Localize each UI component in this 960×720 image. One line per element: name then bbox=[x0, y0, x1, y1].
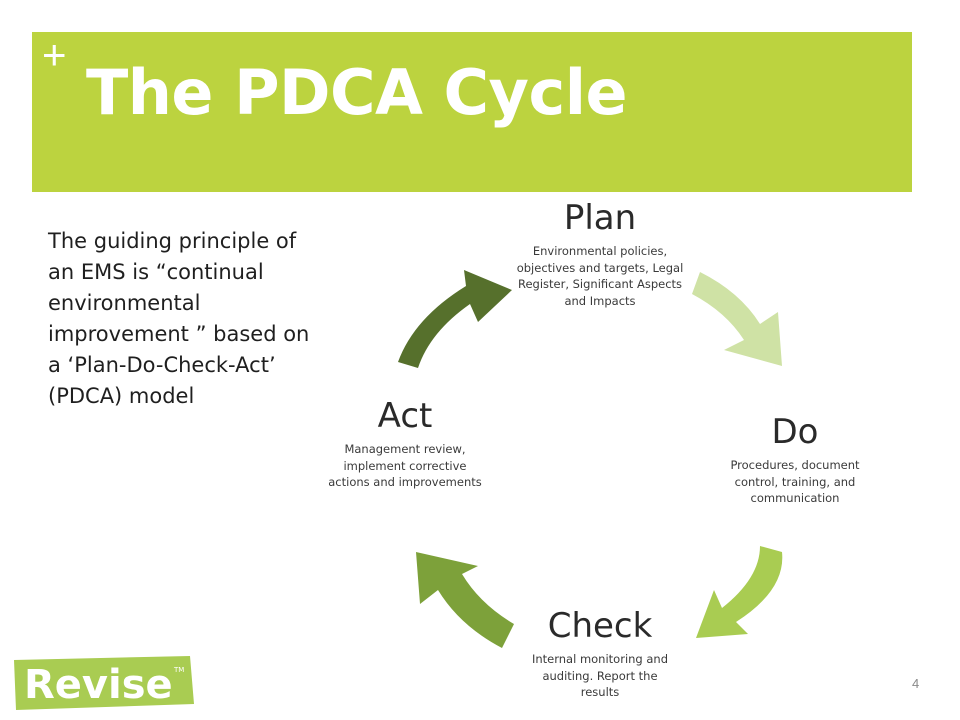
logo-trademark: TM bbox=[173, 666, 184, 674]
arrow-do-to-check bbox=[696, 546, 783, 638]
arrow-check-to-act bbox=[416, 552, 514, 648]
intro-text: The guiding principle of an EMS is “cont… bbox=[48, 229, 310, 408]
stage-check-title: Check bbox=[547, 606, 653, 646]
stage-plan-description: Environmental policies, objectives and t… bbox=[516, 244, 684, 308]
stage-do: Do Procedures, document control, trainin… bbox=[712, 412, 878, 507]
revise-logo: Revise TM bbox=[14, 656, 194, 710]
arrow-plan-to-do bbox=[692, 272, 782, 366]
stage-check-description: Internal monitoring and auditing. Report… bbox=[531, 652, 669, 700]
slide-title: The PDCA Cycle bbox=[86, 56, 628, 129]
stage-do-description: Procedures, document control, training, … bbox=[730, 458, 860, 506]
stage-act-description: Management review, implement corrective … bbox=[328, 442, 482, 490]
page-number: 4 bbox=[912, 676, 920, 691]
stage-plan: Plan Environmental policies, objectives … bbox=[510, 198, 690, 309]
stage-act: Act Management review, implement correct… bbox=[326, 396, 484, 491]
arrow-act-to-plan bbox=[398, 270, 512, 368]
stage-plan-title: Plan bbox=[563, 198, 637, 238]
stage-check: Check Internal monitoring and auditing. … bbox=[524, 606, 676, 701]
plus-icon: + bbox=[42, 31, 67, 78]
title-band bbox=[32, 32, 912, 192]
logo-text: Revise bbox=[24, 662, 173, 708]
stage-do-title: Do bbox=[771, 412, 819, 452]
stage-act-title: Act bbox=[377, 396, 433, 436]
